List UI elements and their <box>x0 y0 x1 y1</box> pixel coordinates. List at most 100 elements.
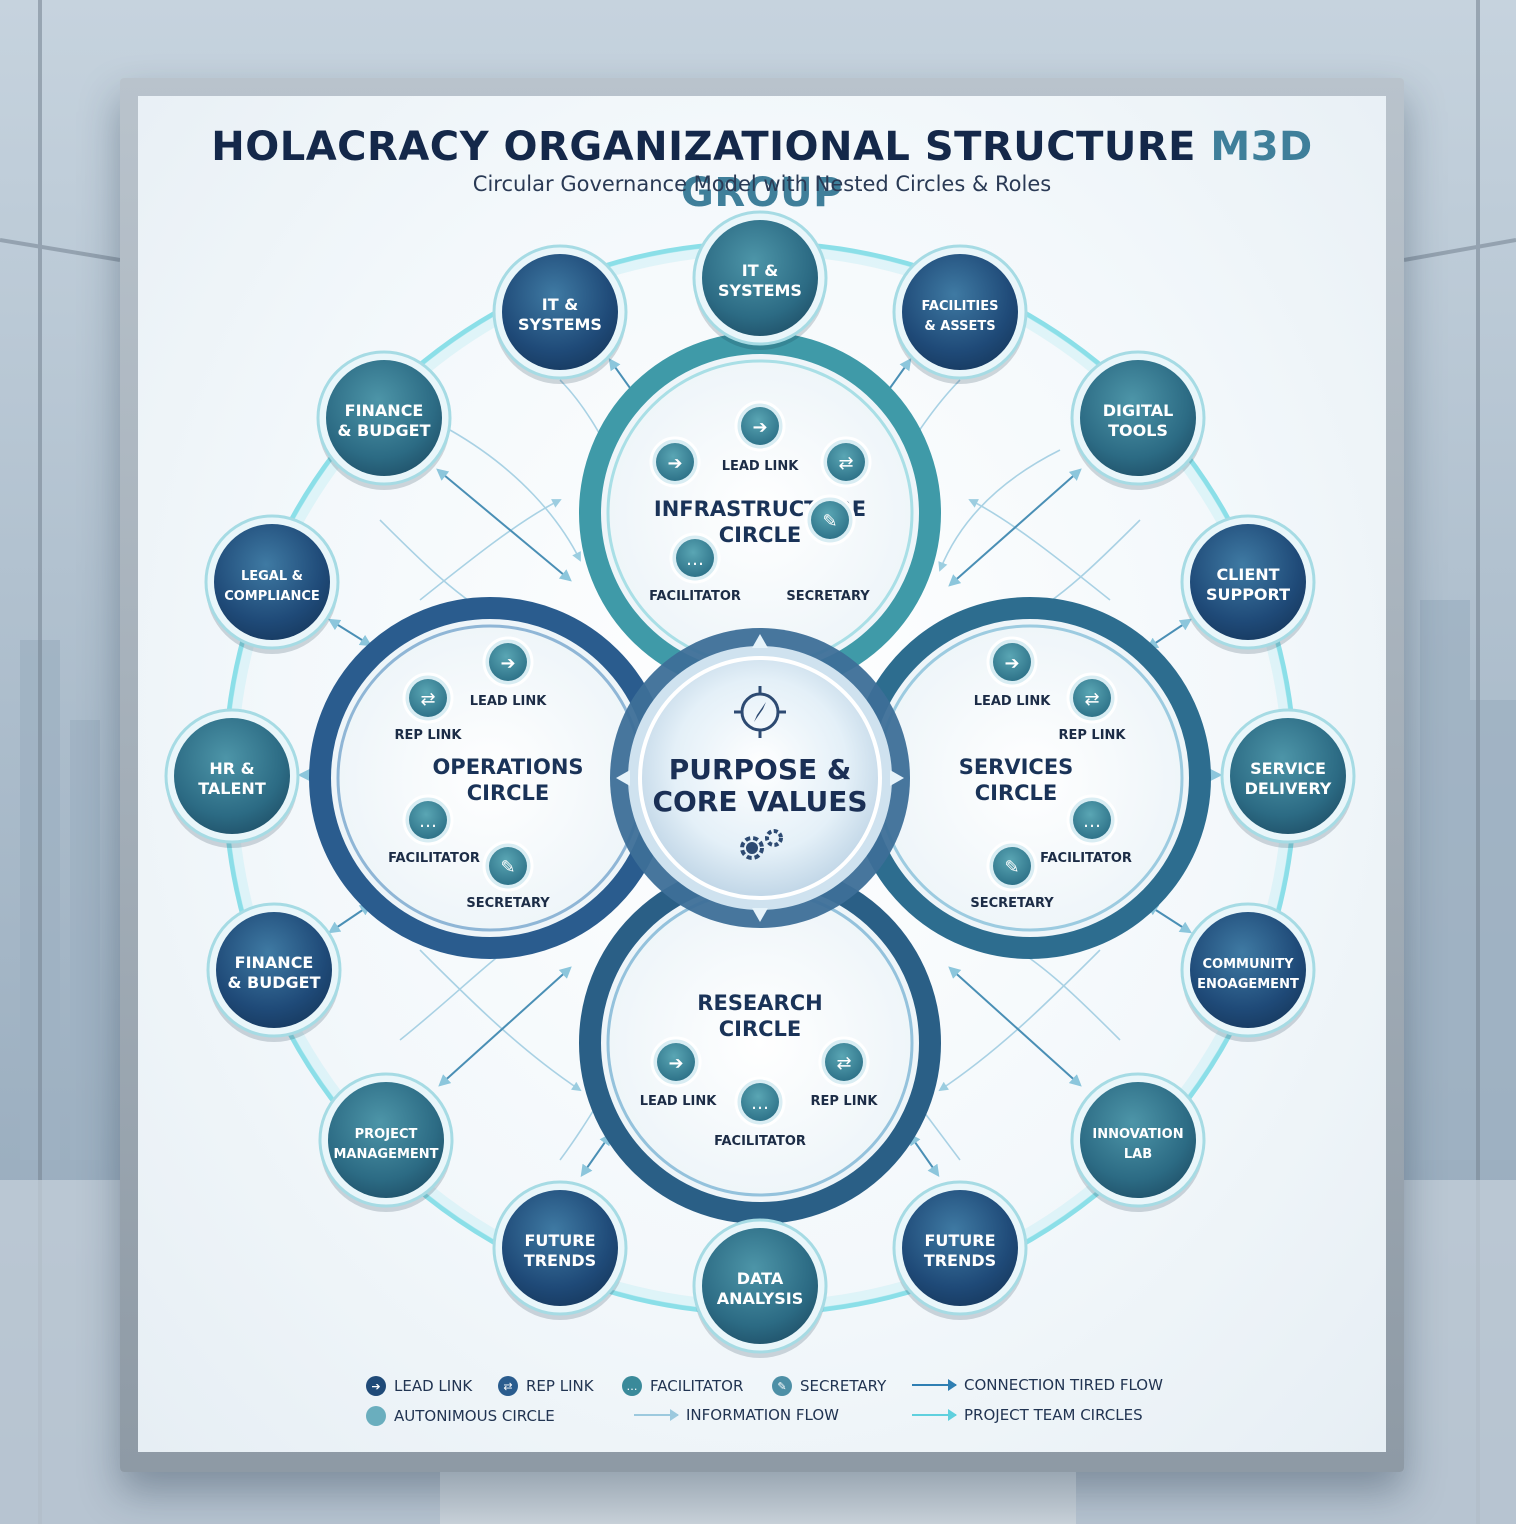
arrow-right-icon: ➔ <box>366 1376 386 1396</box>
role-icon-glyph: ⇄ <box>1084 689 1099 710</box>
legend-lead-link: ➔ LEAD LINK <box>366 1376 472 1396</box>
outer-node-label-line2: TRENDS <box>524 1251 596 1270</box>
infrastructure-label-line2: CIRCLE <box>719 523 802 547</box>
outer-node-disc <box>902 1190 1018 1306</box>
role-label: SECRETARY <box>786 589 870 604</box>
arrow-right-icon <box>741 407 779 445</box>
outer-node-label-line1: HR & <box>209 759 254 778</box>
arrow-icon <box>912 1379 957 1391</box>
legend-project-team: PROJECT TEAM CIRCLES <box>912 1406 1143 1424</box>
legend-autonomous-label: AUTONIMOUS CIRCLE <box>394 1407 555 1425</box>
role-icon-glyph: ✎ <box>500 857 515 878</box>
center-disc <box>638 656 882 900</box>
role-icon-glyph: ⇄ <box>838 453 853 474</box>
legend-project-team-label: PROJECT TEAM CIRCLES <box>964 1406 1143 1424</box>
role-infrastructure-0: ➔LEAD LINK <box>722 400 800 474</box>
document-icon <box>993 847 1031 885</box>
outer-node-label-line2: TALENT <box>198 779 266 798</box>
chat-bubble-icon <box>1073 801 1111 839</box>
outer-node-label-line2: SYSTEMS <box>718 281 802 300</box>
role-label: LEAD LINK <box>722 459 800 474</box>
outer-node-label-line1: COMMUNITY <box>1202 957 1294 972</box>
outer-node-label-line2: ENOAGEMENT <box>1197 977 1299 992</box>
role-operations-3: ✎ SECRETARY <box>466 840 550 911</box>
outer-node: IT &SYSTEMS <box>692 210 828 350</box>
outer-node-label-line1: FINANCE <box>345 401 424 420</box>
role-icon-glyph: ⇄ <box>836 1053 851 1074</box>
outer-node: FACILITIES& ASSETS <box>892 244 1028 384</box>
role-icon-glyph: ➔ <box>668 1053 683 1074</box>
role-operations-0: ➔LEAD LINK <box>470 636 547 709</box>
role-label: FACILITATOR <box>1040 851 1132 866</box>
role-icon-glyph: ✎ <box>1004 857 1019 878</box>
research-circle: RESEARCH CIRCLE <box>697 991 822 1041</box>
legend-connection-label: CONNECTION TIRED FLOW <box>964 1376 1163 1394</box>
outer-node-label-line1: LEGAL & <box>241 569 303 584</box>
rep-link-icon <box>1073 679 1111 717</box>
gears-icon <box>740 829 783 860</box>
center-arrow-left <box>616 770 630 786</box>
role-label: SECRETARY <box>466 896 550 911</box>
operations-label-line1: OPERATIONS <box>432 755 583 779</box>
outer-node-disc <box>1190 912 1306 1028</box>
center-label-line1: PURPOSE & <box>669 753 852 786</box>
role-services-2: …FACILITATOR <box>1040 794 1132 866</box>
outer-node: COMMUNITY ENOAGEMENT <box>1180 902 1316 1042</box>
role-icon-glyph: … <box>419 811 437 832</box>
role-label: FACILITATOR <box>714 1134 806 1149</box>
outer-node: PROJECT MANAGEMENT <box>318 1072 454 1212</box>
operations-circle: OPERATIONS CIRCLE <box>432 755 583 805</box>
outer-node-disc <box>1190 524 1306 640</box>
role-label: REP LINK <box>1058 728 1126 743</box>
outer-node: LEGAL & COMPLIANCE <box>204 514 340 654</box>
outer-node-label-line2: TOOLS <box>1108 421 1168 440</box>
arrow-right-icon <box>657 1043 695 1081</box>
outer-node-disc <box>502 254 618 370</box>
outer-node-label-line1: DIGITAL <box>1103 401 1174 420</box>
legend-information: INFORMATION FLOW <box>634 1406 839 1424</box>
outer-node-label-line1: CLIENT <box>1216 565 1279 584</box>
role-icon-glyph: ✎ <box>822 511 837 532</box>
outer-node-disc <box>214 524 330 640</box>
legend-secretary: ✎ SECRETARY <box>772 1376 886 1396</box>
page-title: HOLACRACY ORGANIZATIONAL STRUCTURE M3D G… <box>138 124 1386 216</box>
role-label: LEAD LINK <box>640 1094 718 1109</box>
chat-bubble-icon <box>676 539 714 577</box>
outer-node-label-line1: FUTURE <box>524 1231 595 1250</box>
operations-label-line2: CIRCLE <box>467 781 550 805</box>
outer-node-disc <box>326 360 442 476</box>
role-research-2: …FACILITATOR <box>714 1076 806 1149</box>
outer-node-label-line2: & ASSETS <box>924 319 995 334</box>
role-services-0: ➔ LEAD LINK <box>974 636 1052 709</box>
center-arrow-right <box>890 770 904 786</box>
compass-icon <box>734 686 786 738</box>
services-label-line1: SERVICES <box>959 755 1074 779</box>
outer-node-label-line1: PROJECT <box>355 1127 418 1142</box>
role-research-1: ⇄REP LINK <box>810 1036 878 1109</box>
role-label: LEAD LINK <box>974 694 1052 709</box>
role-label: FACILITATOR <box>649 589 741 604</box>
role-infrastructure-2: ✎ SECRETARY <box>786 494 870 604</box>
legend-connection: CONNECTION TIRED FLOW <box>912 1376 1163 1394</box>
role-icon-glyph: ➔ <box>1004 653 1019 674</box>
outer-node-disc <box>502 1190 618 1306</box>
legend-rep-link-label: REP LINK <box>526 1377 594 1395</box>
arrow-right-icon <box>993 643 1031 681</box>
outer-node-disc <box>902 254 1018 370</box>
role-infrastructure-1: …FACILITATOR <box>649 532 741 604</box>
research-label-line2: CIRCLE <box>719 1017 802 1041</box>
outer-node-label-line2: COMPLIANCE <box>224 589 320 604</box>
legend-rep-link: ⇄ REP LINK <box>498 1376 594 1396</box>
outer-node-label-line2: MANAGEMENT <box>333 1147 438 1162</box>
circle-icon <box>366 1406 386 1426</box>
outer-node-label-line1: SERVICE <box>1250 759 1326 778</box>
outer-node: HR &TALENT <box>164 708 300 848</box>
outer-node-label-line2: TRENDS <box>924 1251 996 1270</box>
role-icon-glyph: ⇄ <box>420 689 435 710</box>
legend-secretary-label: SECRETARY <box>800 1377 887 1395</box>
